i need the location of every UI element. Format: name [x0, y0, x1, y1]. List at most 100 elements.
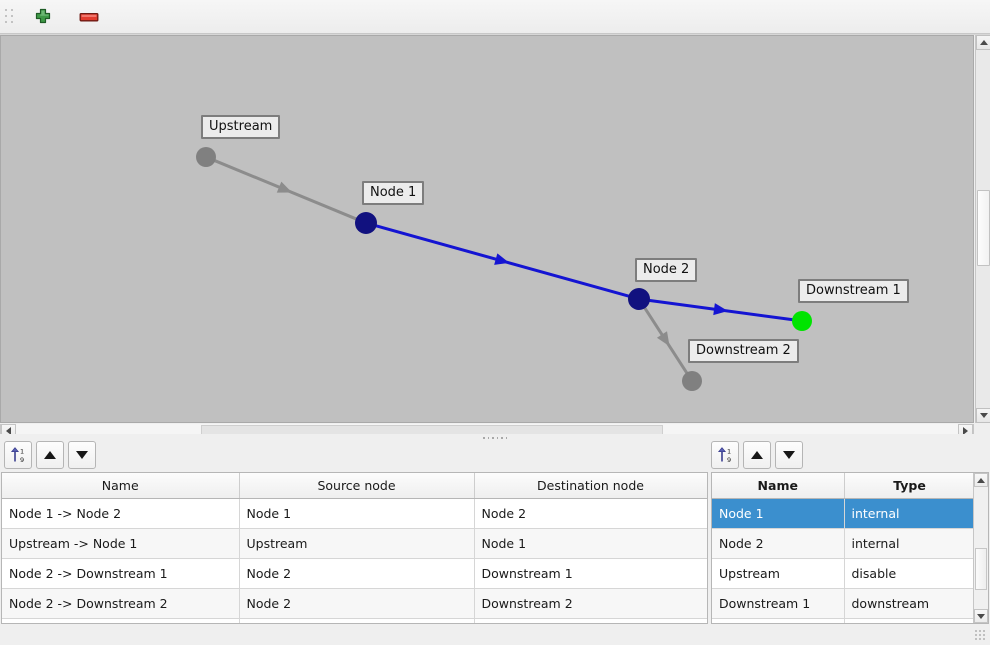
edges-sort-button[interactable]: 1 9: [4, 441, 32, 469]
node-name[interactable]: Node 1: [712, 498, 845, 529]
edges-table-panel[interactable]: Name Source node Destination node Node 1…: [1, 472, 708, 624]
chevron-left-icon: [6, 426, 11, 435]
graph-node-node2[interactable]: [628, 288, 650, 310]
edge-arrowhead: [656, 331, 670, 347]
node-type[interactable]: downstream: [844, 588, 973, 619]
nodes-column-name[interactable]: Name: [712, 473, 845, 499]
edges-column-name[interactable]: Name: [2, 473, 240, 499]
node-label-upstream[interactable]: Upstream: [201, 115, 281, 139]
chevron-right-icon: [963, 426, 968, 435]
triangle-down-icon: [783, 451, 795, 459]
scroll-down-button[interactable]: [976, 408, 990, 423]
edge-destination[interactable]: Downstream 2: [474, 588, 707, 619]
node-name[interactable]: Upstream: [712, 558, 845, 589]
node-name[interactable]: Node 2: [712, 528, 845, 559]
nodes-sort-button[interactable]: 1 9: [711, 441, 739, 469]
edges-column-destination[interactable]: Destination node: [474, 473, 707, 499]
window-resize-grip[interactable]: [975, 630, 987, 642]
svg-text:9: 9: [20, 456, 24, 464]
toolbar-drag-handle[interactable]: [3, 6, 15, 28]
edges-move-up-button[interactable]: [36, 441, 64, 469]
node-name[interactable]: Downstream 1: [712, 588, 845, 619]
chevron-up-icon: [979, 40, 988, 45]
chevron-down-icon: [977, 613, 985, 619]
sort-ascending-icon: 1 9: [10, 447, 24, 464]
sort-ascending-icon: 1 9: [717, 447, 731, 464]
empty-cell[interactable]: [712, 618, 845, 623]
add-node-button[interactable]: [28, 3, 58, 31]
edge-arrowhead: [494, 253, 510, 265]
edge-source[interactable]: Upstream: [239, 528, 475, 559]
node-type[interactable]: internal: [844, 498, 973, 529]
edge-name[interactable]: Upstream -> Node 1: [2, 528, 240, 559]
nodes-column-type[interactable]: Type: [844, 473, 973, 499]
chevron-up-icon: [977, 477, 985, 483]
horizontal-splitter[interactable]: [0, 434, 990, 442]
edge-source[interactable]: Node 2: [239, 588, 475, 619]
edges-column-source[interactable]: Source node: [239, 473, 475, 499]
nodes-scroll-up-button[interactable]: [974, 473, 988, 487]
edge-destination[interactable]: Node 2: [474, 498, 707, 529]
node-label-node1[interactable]: Node 1: [362, 181, 425, 205]
nodes-move-up-button[interactable]: [743, 441, 771, 469]
graph-node-downstream2[interactable]: [682, 371, 702, 391]
edge-name[interactable]: Node 2 -> Downstream 2: [2, 588, 240, 619]
empty-cell[interactable]: [474, 618, 707, 623]
edge-layer: [213, 159, 794, 375]
edge-source[interactable]: Node 1: [239, 498, 475, 529]
edge-arrowhead: [713, 303, 728, 316]
node-label-downstream2[interactable]: Downstream 2: [688, 339, 799, 363]
node-label-node2[interactable]: Node 2: [635, 258, 698, 282]
node-layer: [196, 147, 812, 391]
triangle-up-icon: [44, 451, 56, 459]
canvas-vertical-scrollbar[interactable]: [975, 35, 990, 423]
edges-table[interactable]: Name Source node Destination node Node 1…: [2, 473, 707, 623]
graph-node-downstream1[interactable]: [792, 311, 812, 331]
nodes-move-down-button[interactable]: [775, 441, 803, 469]
nodes-table-header-row: Name Type: [712, 473, 973, 499]
node-label-downstream1[interactable]: Downstream 1: [798, 279, 909, 303]
edge-source[interactable]: Node 2: [239, 558, 475, 589]
edge-destination[interactable]: Downstream 1: [474, 558, 707, 589]
empty-cell[interactable]: [844, 618, 973, 623]
node-type[interactable]: disable: [844, 558, 973, 589]
nodes-table-vertical-scrollbar[interactable]: [973, 473, 988, 623]
edge-name[interactable]: Node 1 -> Node 2: [2, 498, 240, 529]
nodes-scroll-thumb[interactable]: [975, 548, 987, 590]
edges-table-header-row: Name Source node Destination node: [2, 473, 707, 499]
svg-text:1: 1: [20, 448, 24, 456]
table-row-empty[interactable]: [2, 618, 707, 623]
nodes-toolbar: 1 9: [711, 441, 803, 469]
chevron-down-icon: [979, 413, 988, 418]
node-type[interactable]: internal: [844, 528, 973, 559]
top-toolbar: [0, 0, 990, 34]
svg-text:9: 9: [727, 456, 731, 464]
graph-node-upstream[interactable]: [196, 147, 216, 167]
edges-move-down-button[interactable]: [68, 441, 96, 469]
plus-icon: [35, 8, 51, 23]
empty-cell[interactable]: [2, 618, 240, 623]
edge-name[interactable]: Node 2 -> Downstream 1: [2, 558, 240, 589]
graph-node-node1[interactable]: [355, 212, 377, 234]
edge-destination[interactable]: Node 1: [474, 528, 707, 559]
scroll-thumb[interactable]: [977, 190, 990, 266]
table-row-empty[interactable]: [712, 618, 973, 623]
empty-cell[interactable]: [239, 618, 475, 623]
scroll-up-button[interactable]: [976, 35, 990, 50]
nodes-scroll-down-button[interactable]: [974, 609, 988, 623]
remove-node-button[interactable]: [74, 3, 104, 31]
graph-svg: [196, 147, 812, 391]
svg-text:1: 1: [727, 448, 731, 456]
